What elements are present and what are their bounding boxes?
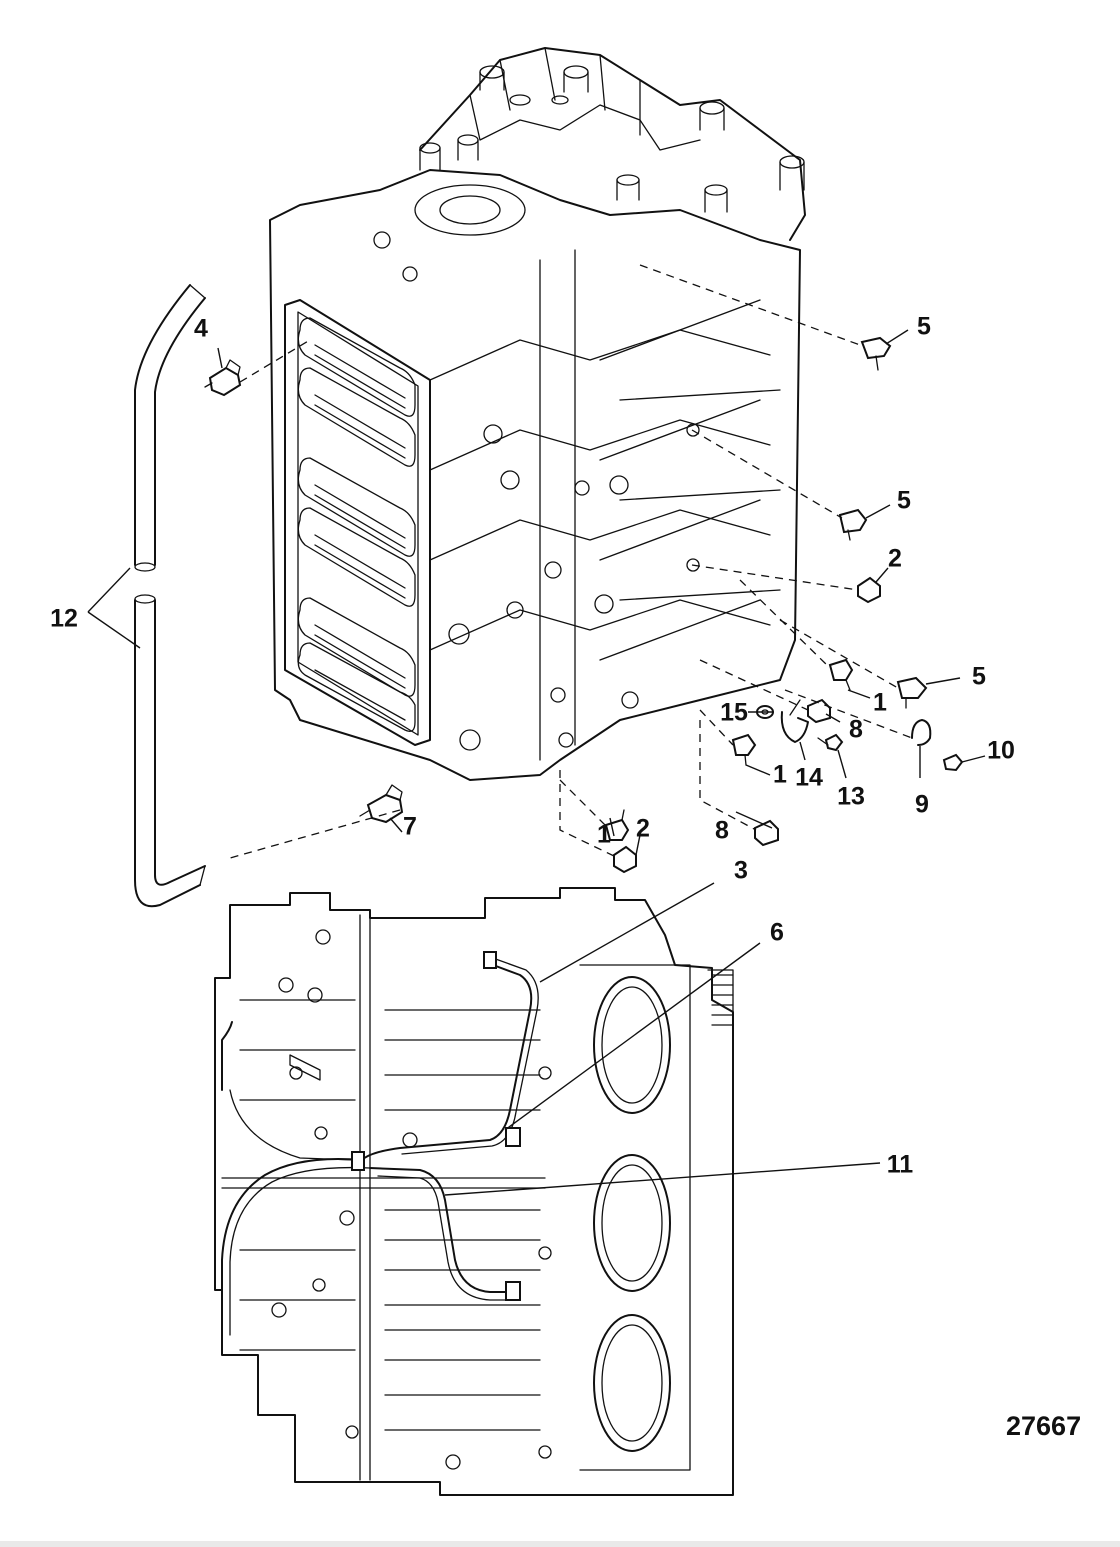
callout-13: 13 xyxy=(837,783,865,811)
callout-labels: 1 1 1 2 2 3 4 5 5 5 6 7 8 8 9 10 11 12 1… xyxy=(50,313,1015,1179)
callout-5: 5 xyxy=(917,313,931,341)
cylinder-block-upper-view xyxy=(269,47,806,781)
callout-4: 4 xyxy=(194,315,208,343)
callout-15: 15 xyxy=(720,699,748,727)
callout-6: 6 xyxy=(770,919,784,947)
callout-12: 12 xyxy=(50,605,78,633)
callout-2: 2 xyxy=(636,815,650,843)
callout-14: 14 xyxy=(795,764,823,792)
callout-11: 11 xyxy=(887,1151,914,1179)
cylinder-block-side-view xyxy=(214,887,734,1496)
callout-7: 7 xyxy=(403,813,417,841)
callout-1: 1 xyxy=(773,761,787,789)
callout-3: 3 xyxy=(734,857,748,885)
loose-parts xyxy=(134,284,964,908)
callout-2: 2 xyxy=(888,545,902,573)
callout-5: 5 xyxy=(897,487,911,515)
figure-number: 27667 xyxy=(1006,1411,1081,1441)
callout-10: 10 xyxy=(987,737,1015,765)
callout-1: 1 xyxy=(873,689,887,717)
callout-1: 1 xyxy=(597,821,611,849)
callout-8: 8 xyxy=(849,716,863,744)
bottom-strip xyxy=(0,1541,1120,1547)
leader-lines xyxy=(87,264,986,1196)
callout-5: 5 xyxy=(972,663,986,691)
callout-8: 8 xyxy=(715,817,729,845)
callout-9: 9 xyxy=(915,791,929,819)
